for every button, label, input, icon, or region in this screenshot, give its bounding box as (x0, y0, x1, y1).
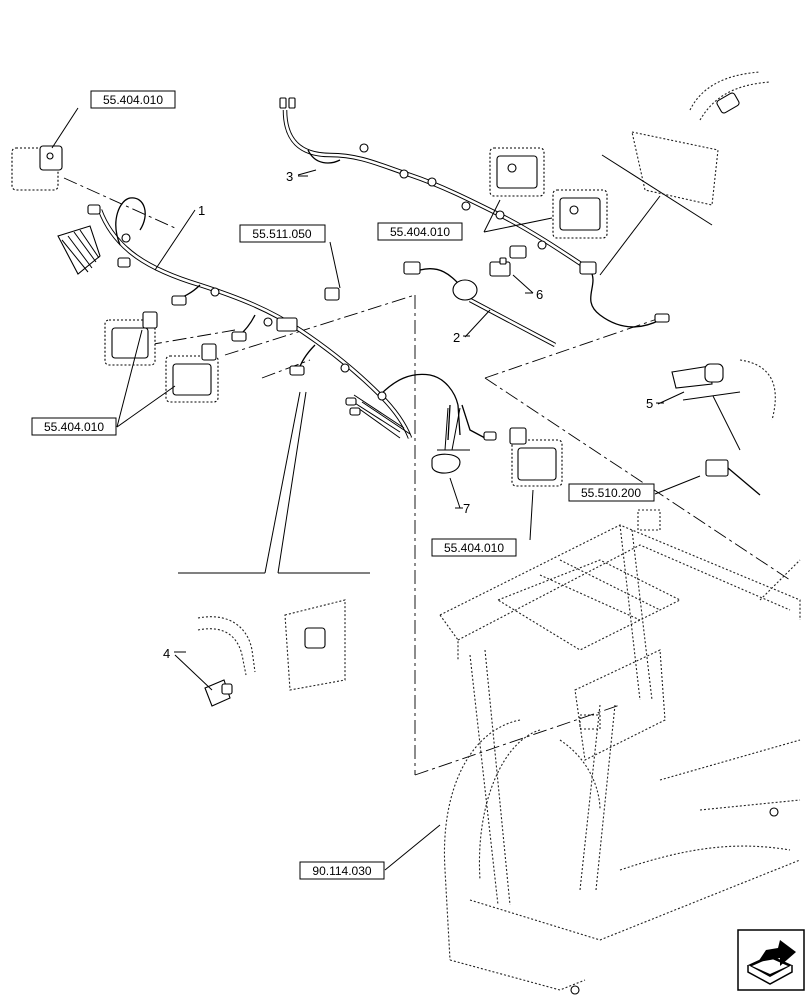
svg-text:55.404.010: 55.404.010 (390, 225, 450, 239)
svg-text:55.404.010: 55.404.010 (103, 93, 163, 107)
small-parts (197, 71, 776, 707)
lamp-left-2 (165, 343, 219, 403)
item-number-5: 5 (646, 396, 653, 411)
lamp-top-center (489, 147, 545, 197)
svg-text:55.404.010: 55.404.010 (44, 420, 104, 434)
center-lines (63, 177, 791, 776)
svg-text:55.511.050: 55.511.050 (252, 227, 311, 241)
item-number-7: 7 (463, 501, 470, 516)
reference-labels: 55.404.010 55.511.050 55.404.010 55.404.… (31, 90, 655, 880)
ref-label-55-510-200[interactable]: 55.510.200 (568, 483, 655, 502)
harness-2 (403, 245, 557, 347)
cab-frame (439, 509, 801, 995)
item-number-3: 3 (286, 169, 293, 184)
harness-3 (279, 97, 670, 328)
svg-text:55.510.200: 55.510.200 (581, 486, 641, 500)
next-page-arrow-icon[interactable] (737, 929, 805, 991)
lamp-top-left (11, 145, 63, 191)
ref-label-90-114-030[interactable]: 90.114.030 (299, 861, 385, 880)
item-numbers: 1 2 3 4 5 6 7 (163, 169, 653, 661)
lamp-left-1 (104, 311, 158, 366)
bracket-lines (178, 154, 741, 574)
item-number-2: 2 (453, 330, 460, 345)
leader-lines (51, 107, 701, 871)
ref-label-55-404-010-left[interactable]: 55.404.010 (31, 417, 117, 436)
lamp-middle (509, 427, 563, 487)
harness-1 (57, 197, 497, 441)
lamp-top-right (552, 189, 608, 239)
ref-label-55-511-050[interactable]: 55.511.050 (239, 224, 326, 243)
ref-label-55-404-010-top-left[interactable]: 55.404.010 (90, 90, 176, 109)
ref-label-55-404-010-middle[interactable]: 55.404.010 (431, 538, 517, 557)
svg-text:55.404.010: 55.404.010 (444, 541, 504, 555)
item-number-4: 4 (163, 646, 170, 661)
ref-label-55-404-010-top-center[interactable]: 55.404.010 (377, 222, 463, 241)
item-number-6: 6 (536, 287, 543, 302)
lamps (11, 145, 608, 487)
item-number-1: 1 (198, 203, 205, 218)
svg-text:90.114.030: 90.114.030 (312, 864, 371, 878)
